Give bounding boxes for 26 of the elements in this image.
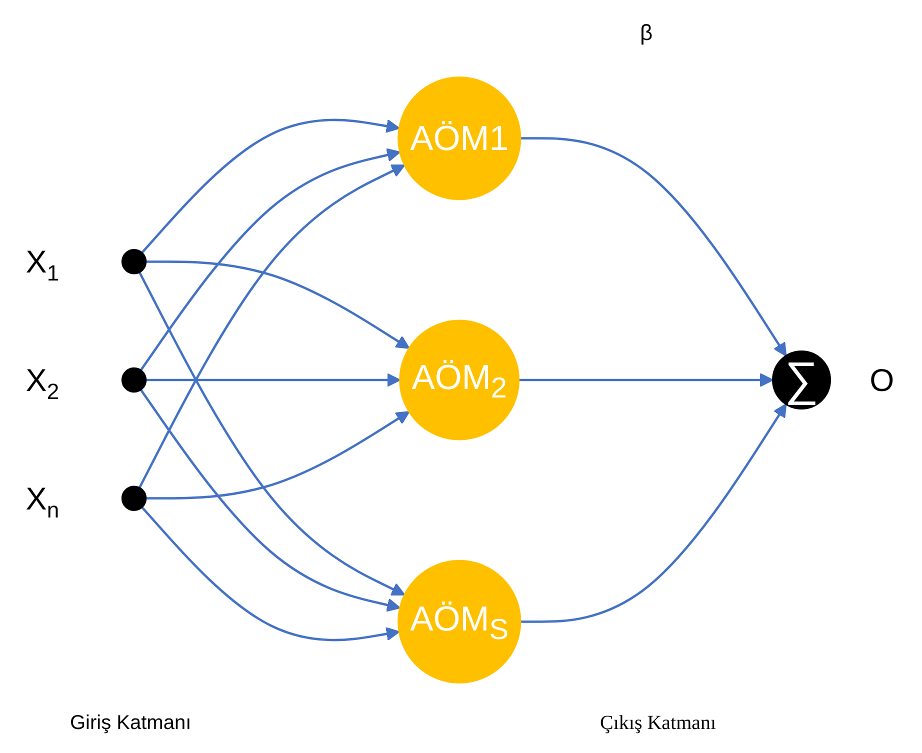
node-circle: [121, 486, 147, 511]
node-circle: AÖM$_{2}$: [399, 320, 520, 440]
node-circle: AÖM1: [398, 76, 522, 200]
node-circle: AÖM$_{S}$: [398, 560, 522, 684]
arrow: [520, 137, 787, 356]
node-circle: [121, 249, 147, 274]
arrow: [138, 164, 406, 488]
beside-label: X$_{n}$: [26, 480, 60, 522]
arrow: [518, 373, 774, 387]
beside-label: X$_{2}$: [26, 362, 60, 404]
beside-label: X$_{1}$: [26, 244, 60, 286]
arrow: [140, 148, 401, 371]
arrow: [140, 389, 401, 612]
beta-label: β: [640, 20, 653, 46]
arrow: [138, 272, 406, 596]
arrow: [141, 506, 400, 642]
beside-label: O: [870, 362, 894, 398]
arrow: [146, 260, 410, 349]
arrow: [146, 373, 401, 387]
node-circle: [121, 367, 147, 393]
layer-label: Giriş Katmanı: [70, 712, 192, 735]
arrow: [141, 118, 400, 254]
layer-label: Çıkış Katmanı: [600, 712, 716, 735]
arrow: [146, 411, 410, 500]
node-circle: ∑: [772, 350, 832, 410]
arrow: [520, 404, 787, 623]
